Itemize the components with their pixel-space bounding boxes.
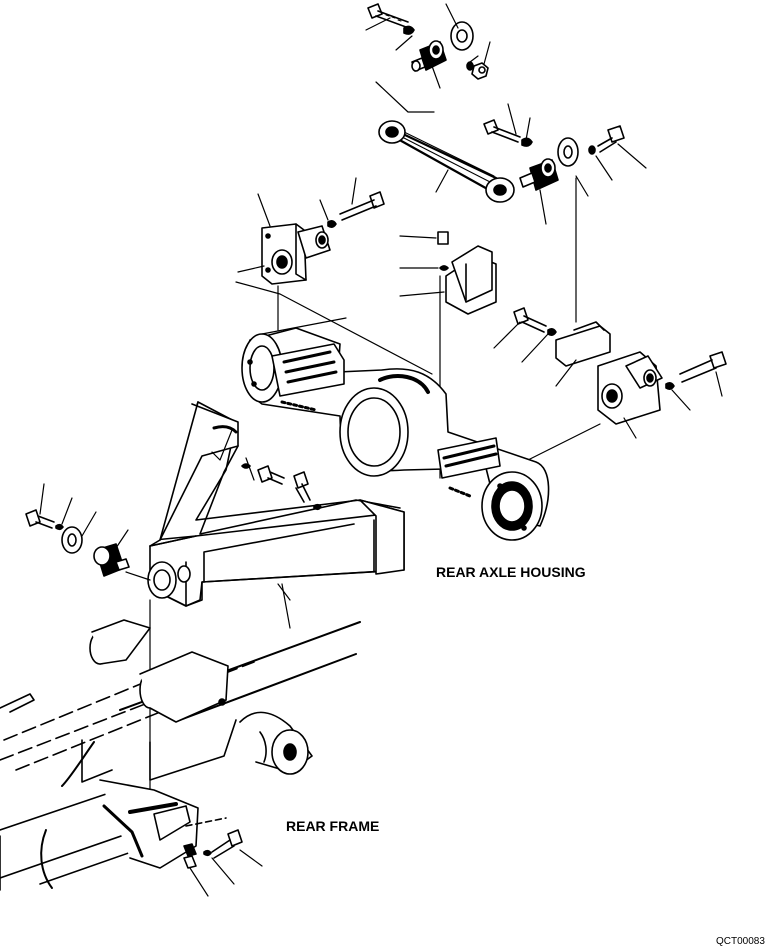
- shim-plate: [558, 138, 578, 166]
- rear-frame: [0, 620, 360, 896]
- lateral-rod: [376, 82, 514, 202]
- a-frame: [148, 402, 404, 628]
- top-bushing-assembly: [366, 4, 490, 88]
- bolt: [258, 466, 284, 484]
- bolt: [598, 126, 624, 152]
- stopper-block: [400, 232, 496, 478]
- right-bushing-group: [484, 104, 646, 322]
- left-upper-bracket: [236, 178, 432, 374]
- washer: [404, 26, 414, 34]
- rubber-bushing: [94, 544, 129, 576]
- stopper: [184, 844, 196, 868]
- bolt: [680, 352, 726, 382]
- right-bracket: [494, 308, 726, 470]
- bolt: [368, 4, 408, 27]
- bolt: [340, 192, 384, 220]
- rear-axle-housing: [242, 318, 549, 540]
- bolt: [484, 120, 520, 142]
- leader-lines: [366, 4, 490, 88]
- rear-axle-housing-label: REAR AXLE HOUSING: [436, 564, 586, 580]
- rubber-bushing: [520, 159, 558, 190]
- bolt: [26, 510, 54, 528]
- left-fastener-group: [26, 484, 150, 820]
- bolt: [294, 472, 310, 502]
- bolt: [212, 830, 242, 858]
- rear-frame-label: REAR FRAME: [286, 818, 380, 834]
- drawing-code: QCT00083: [716, 936, 765, 947]
- rubber-bushing: [412, 41, 446, 71]
- shim-plate: [451, 22, 473, 50]
